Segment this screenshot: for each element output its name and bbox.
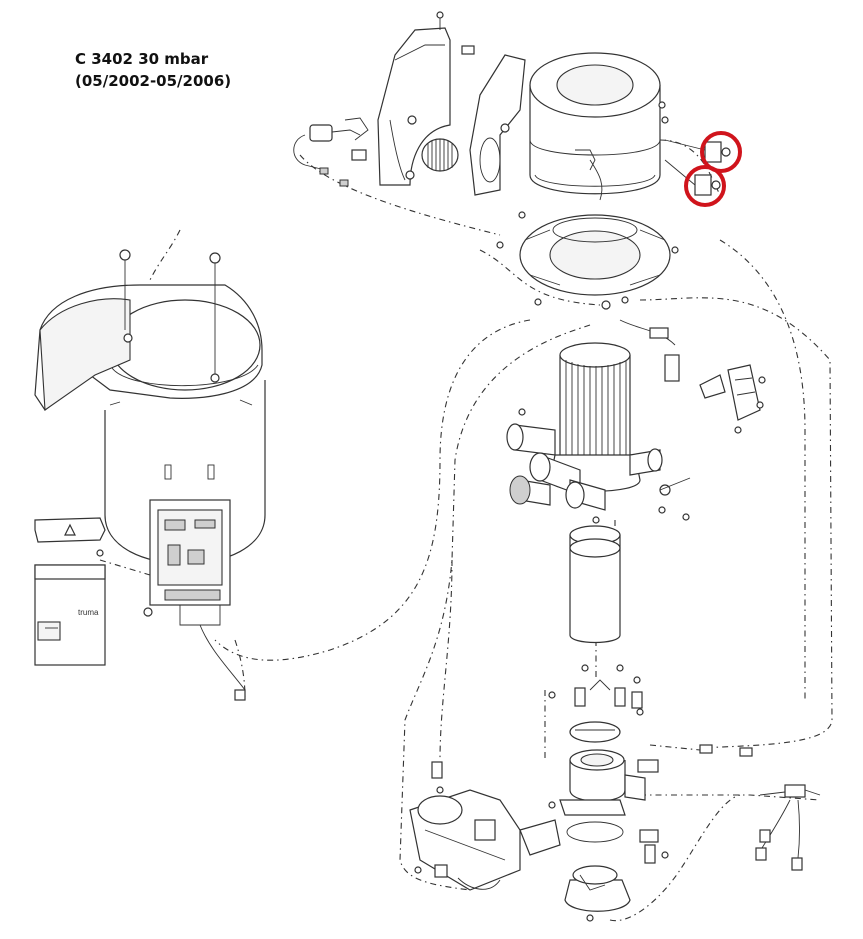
control-board (143, 499, 246, 701)
diagram-title: C 3402 30 mbar (05/2002-05/2006) (75, 48, 231, 92)
date-range: (05/2002-05/2006) (75, 72, 232, 90)
temperature-sensor (619, 319, 766, 434)
ignition-electrodes (548, 664, 644, 716)
burner-unit (506, 342, 691, 521)
flame-sensor-leads (639, 829, 669, 864)
fan-cover-right (469, 54, 526, 196)
control-cover-cap (34, 517, 106, 557)
combustion-fan-housing (409, 761, 561, 891)
exhaust-tube (569, 516, 621, 644)
highlight-circle-lower (684, 165, 726, 207)
burner-head (548, 721, 659, 843)
model-line: C 3402 30 mbar (75, 50, 209, 68)
heat-exchanger (529, 52, 669, 201)
blower-motor (293, 117, 369, 187)
burner-mounting-plate (496, 211, 679, 310)
fan-cover-left (377, 11, 475, 186)
gas-valve (564, 865, 631, 922)
brand-logo: truma (78, 608, 99, 617)
highlight-circle-upper (700, 131, 742, 173)
cable-harness (699, 744, 821, 871)
thermal-switch-parts (664, 139, 731, 196)
electronics-housing (34, 564, 106, 666)
fan-wheel (421, 138, 459, 172)
